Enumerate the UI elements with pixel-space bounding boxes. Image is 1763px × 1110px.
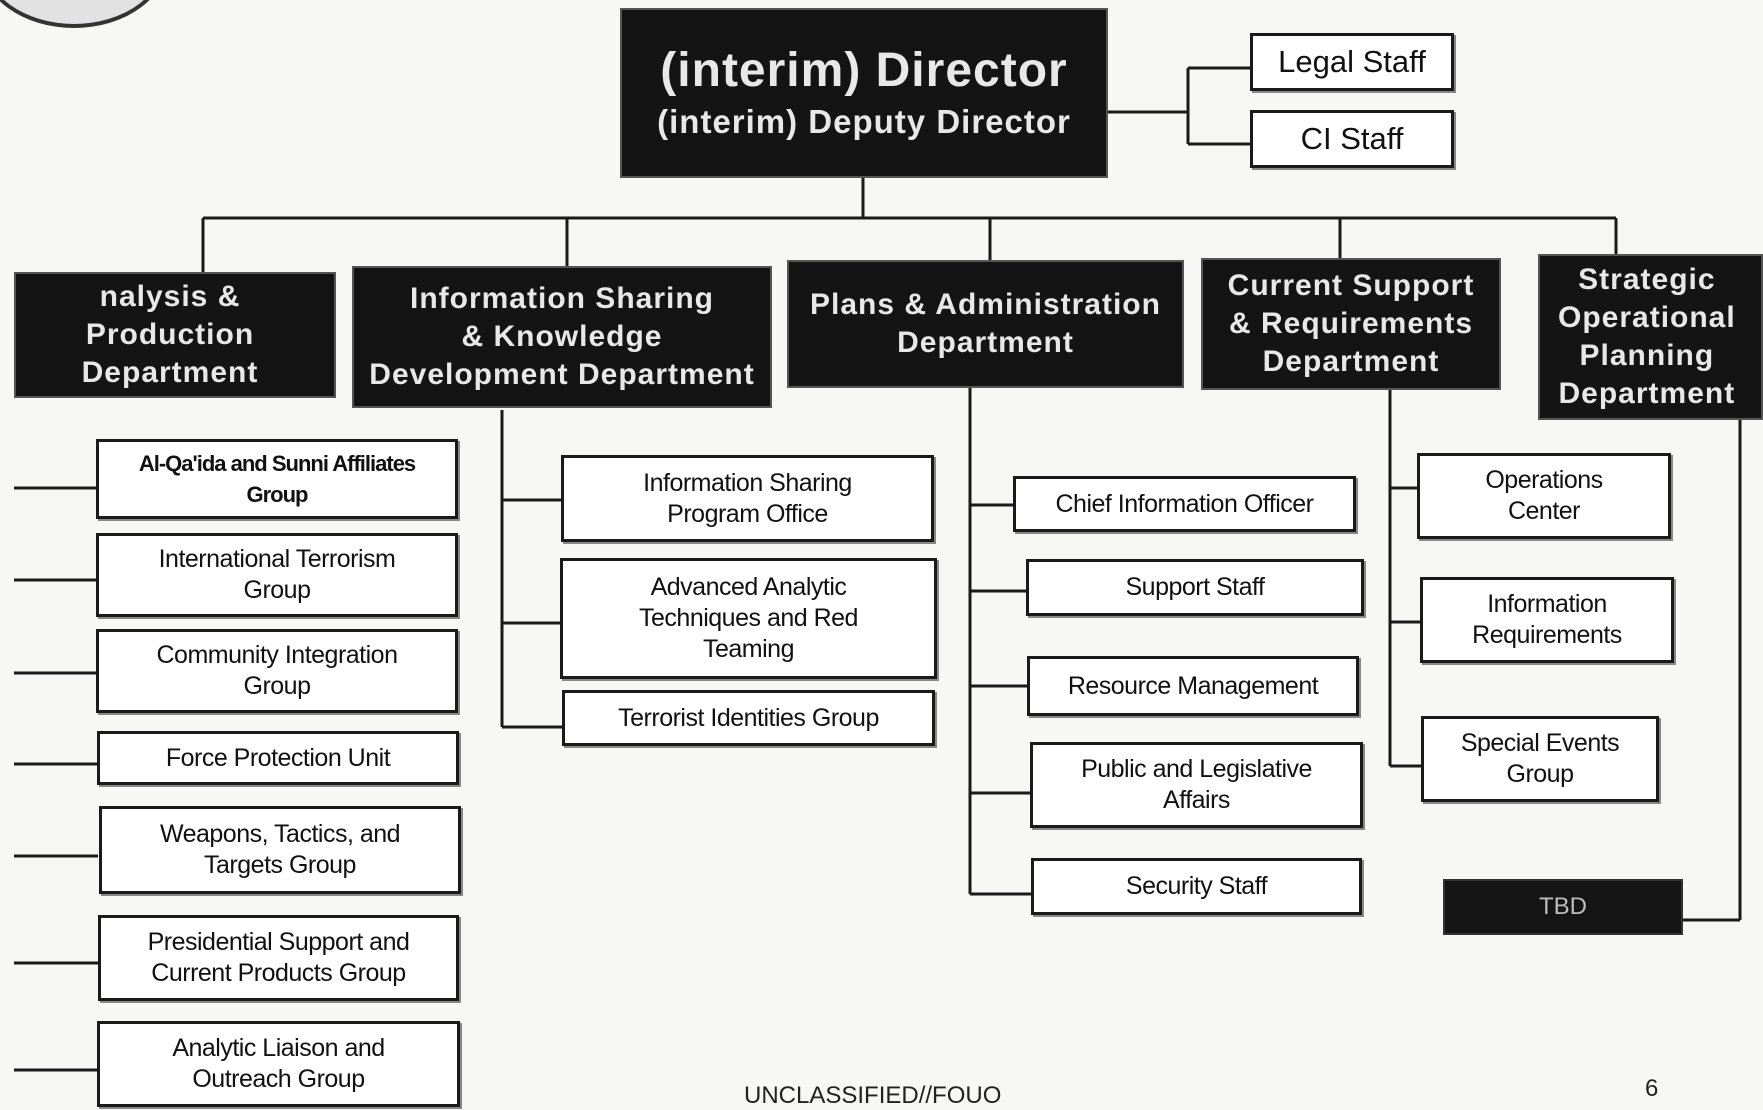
analysis-production-department: nalysis & Production Department xyxy=(14,272,336,398)
plans-unit-public-legislative: Public and Legislative Affairs xyxy=(1030,742,1363,828)
analysis-unit-force-protection: Force Protection Unit xyxy=(97,731,459,785)
plans-unit-support-staff: Support Staff xyxy=(1026,559,1364,616)
analysis-unit-community-integration: Community Integration Group xyxy=(96,629,458,713)
deputy-director-title: (interim) Deputy Director xyxy=(657,103,1071,140)
analysis-unit-analytic-liaison: Analytic Liaison and Outreach Group xyxy=(97,1021,460,1107)
analysis-unit-presidential-support: Presidential Support and Current Product… xyxy=(98,915,459,1001)
plans-administration-department: Plans & Administration Department xyxy=(787,260,1184,388)
plans-unit-cio: Chief Information Officer xyxy=(1013,476,1356,532)
current-support-department: Current Support & Requirements Departmen… xyxy=(1201,258,1501,390)
page-number: 6 xyxy=(1645,1075,1659,1102)
ci-staff-box: CI Staff xyxy=(1250,110,1454,168)
support-unit-special-events: Special Events Group xyxy=(1421,716,1659,802)
director-title: (interim) Director xyxy=(660,44,1068,97)
analysis-unit-international-terrorism: International Terrorism Group xyxy=(96,533,458,617)
plans-unit-resource-management: Resource Management xyxy=(1027,656,1359,716)
info-unit-terrorist-identities: Terrorist Identities Group xyxy=(562,690,935,746)
info-unit-program-office: Information Sharing Program Office xyxy=(561,455,934,542)
analysis-unit-weapons-tactics: Weapons, Tactics, and Targets Group xyxy=(99,806,461,894)
info-unit-advanced-analytic: Advanced Analytic Techniques and Red Tea… xyxy=(560,558,937,679)
analysis-unit-alqaida: Al-Qa'ida and Sunni Affiliates Group xyxy=(96,439,458,519)
classification-marking: UNCLASSIFIED//FOUO xyxy=(744,1082,1002,1109)
support-unit-operations-center: Operations Center xyxy=(1417,453,1671,539)
legal-staff-box: Legal Staff xyxy=(1250,33,1454,91)
support-unit-information-requirements: Information Requirements xyxy=(1420,577,1674,663)
strategic-unit-tbd: TBD xyxy=(1443,879,1683,935)
director-box: (interim) Director (interim) Deputy Dire… xyxy=(620,8,1108,178)
plans-unit-security-staff: Security Staff xyxy=(1031,858,1362,915)
info-sharing-department: Information Sharing & Knowledge Developm… xyxy=(352,266,772,408)
strategic-planning-department: Strategic Operational Planning Departmen… xyxy=(1538,254,1763,420)
